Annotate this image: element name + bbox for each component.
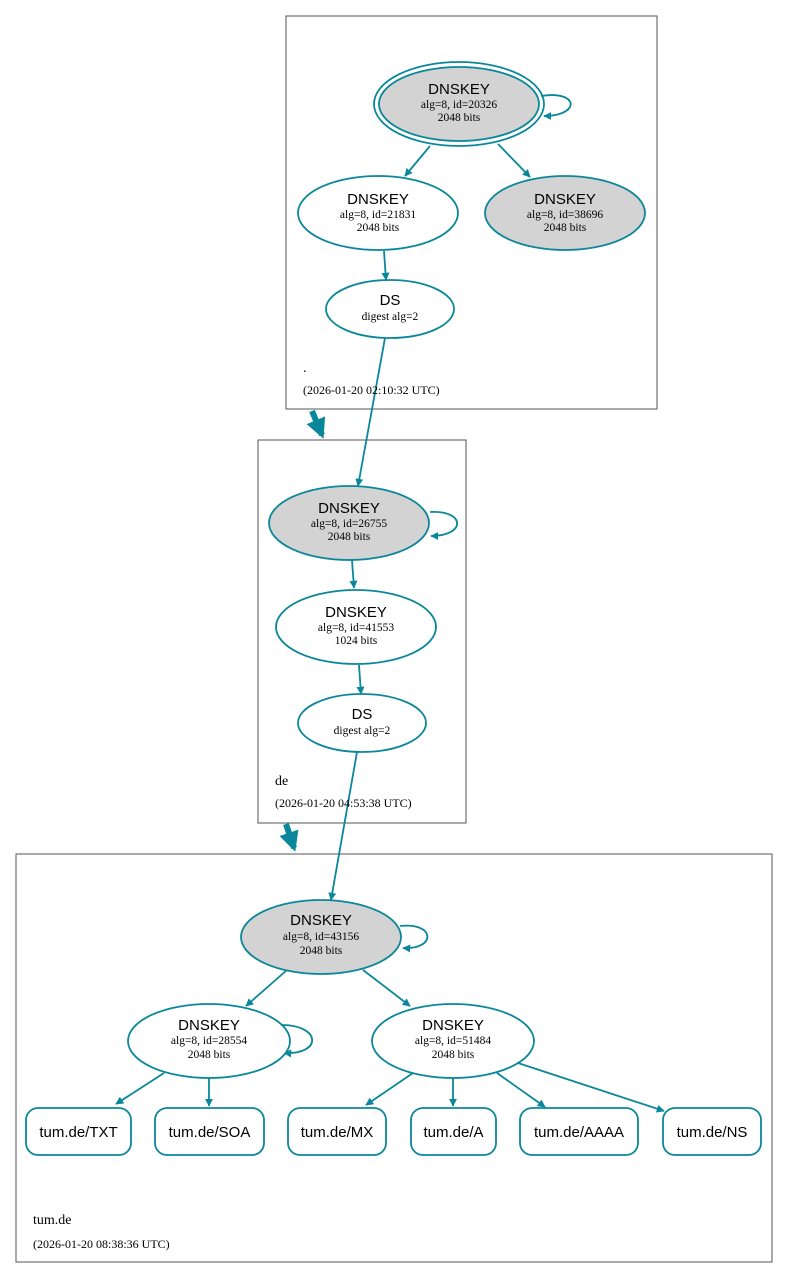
edge-zsk2-aaaa [496,1072,546,1108]
node-bits: 1024 bits [335,635,378,647]
node-tum-zsk1: DNSKEY alg=8, id=28554 2048 bits [127,1003,291,1079]
node-root-ksk: DNSKEY alg=8, id=20326 2048 bits [373,61,545,147]
rrset-label: tum.de/AAAA [534,1124,624,1141]
node-alg-id: alg=8, id=28554 [171,1035,247,1047]
node-root-ksk2: DNSKEY alg=8, id=38696 2048 bits [484,175,646,251]
node-tum-zsk2: DNSKEY alg=8, id=51484 2048 bits [371,1003,535,1079]
node-title: DNSKEY [178,1017,240,1034]
zone-tum-label: tum.de [33,1213,72,1228]
node-digest: digest alg=2 [334,725,391,737]
edge-tum-ds-ksk [328,751,358,901]
zone-de-timestamp: (2026-01-20 04:53:38 UTC) [275,796,412,810]
zone-tum-timestamp: (2026-01-20 08:38:36 UTC) [33,1237,170,1251]
node-alg-id: alg=8, id=41553 [318,622,394,634]
node-alg-id: alg=8, id=38696 [527,209,603,221]
zone-de-label: de [275,774,288,789]
node-tum-ds: DS digest alg=2 [297,693,427,753]
zone-root-box [285,15,658,410]
edge-tum-ksk-zsk1 [245,969,288,1007]
node-alg-id: alg=8, id=26755 [311,518,387,530]
edge-de-ds-ksk [355,337,386,487]
edge-zsk1-txt [115,1072,165,1105]
edge-root-ksk-self [540,94,572,120]
node-de-ksk: DNSKEY alg=8, id=26755 2048 bits [268,485,430,561]
rrset-label: tum.de/SOA [169,1124,251,1141]
node-tum-ksk: DNSKEY alg=8, id=43156 2048 bits [240,899,402,975]
delegation-de-tum-arrow [279,823,299,852]
zone-root-timestamp: (2026-01-20 02:10:32 UTC) [303,383,440,397]
node-alg-id: alg=8, id=51484 [415,1035,491,1047]
node-title: DS [352,706,373,723]
rrset-label: tum.de/A [423,1124,483,1141]
delegation-root-de-arrow [306,409,326,439]
edge-root-ksk-zsk [404,145,431,177]
node-bits: 2048 bits [438,112,481,124]
zone-de-box [257,439,467,824]
edge-zsk2-ns [517,1062,665,1113]
node-digest: digest alg=2 [362,311,419,323]
node-de-ds: DS digest alg=2 [325,279,455,339]
node-title: DNSKEY [325,604,387,621]
node-alg-id: alg=8, id=43156 [283,931,359,943]
edge-de-zsk-ds [356,664,365,695]
edge-de-ksk-zsk [349,559,358,589]
node-alg-id: alg=8, id=20326 [421,99,497,111]
node-bits: 2048 bits [357,222,400,234]
node-title: DNSKEY [318,500,380,517]
edge-zsk2-mx [365,1072,414,1106]
node-title: DS [380,292,401,309]
edge-de-ksk-self [429,511,458,540]
edge-root-ksk-ksk2 [497,143,531,178]
rrset-aaaa: tum.de/AAAA [519,1107,639,1156]
node-bits: 2048 bits [188,1049,231,1061]
edge-tum-ksk-self [399,924,429,953]
edge-tum-ksk-zsk2 [362,969,411,1007]
rrset-label: tum.de/NS [677,1124,748,1141]
node-bits: 2048 bits [328,531,371,543]
rrset-soa: tum.de/SOA [154,1107,265,1156]
zone-tum-box [15,853,773,1263]
node-bits: 2048 bits [300,945,343,957]
rrset-label: tum.de/TXT [39,1124,117,1141]
node-title: DNSKEY [534,191,596,208]
node-bits: 2048 bits [544,222,587,234]
rrset-a: tum.de/A [410,1107,497,1156]
node-title: DNSKEY [347,191,409,208]
node-title: DNSKEY [428,81,490,98]
node-de-zsk: DNSKEY alg=8, id=41553 1024 bits [275,589,437,665]
rrset-label: tum.de/MX [301,1124,374,1141]
rrset-ns: tum.de/NS [662,1107,762,1156]
rrset-txt: tum.de/TXT [25,1107,132,1156]
node-alg-id: alg=8, id=21831 [340,209,416,221]
node-title: DNSKEY [422,1017,484,1034]
zone-root-label: . [303,361,307,376]
node-title: DNSKEY [290,912,352,929]
edge-root-zsk-ds [381,250,390,281]
node-bits: 2048 bits [432,1049,475,1061]
edge-tum-zsk1-self [280,1024,313,1058]
node-root-zsk: DNSKEY alg=8, id=21831 2048 bits [297,175,459,251]
rrset-mx: tum.de/MX [287,1107,387,1156]
